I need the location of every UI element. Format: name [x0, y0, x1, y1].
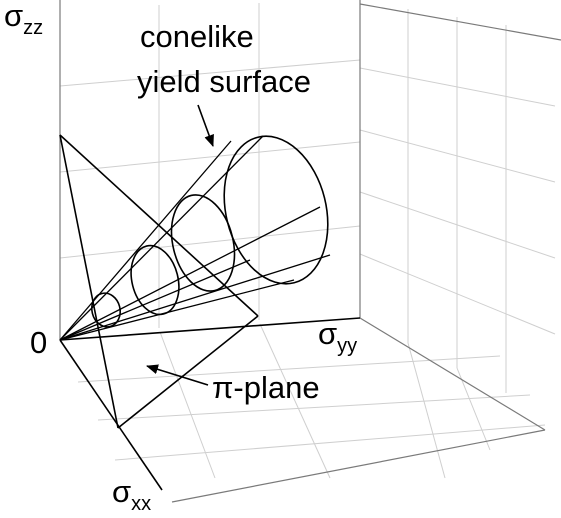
- pi-plane-label: π-plane: [212, 370, 320, 405]
- x-axis: [59, 339, 163, 491]
- ellipse-3: [170, 194, 236, 292]
- ellipse-1: [91, 292, 121, 328]
- labels: σzz σyy σxx 0 conelike yield surface π-p…: [4, 0, 357, 515]
- z-axis-label: σzz: [4, 0, 43, 39]
- y-axis-label: σyy: [318, 316, 357, 357]
- cone-arrow: [197, 104, 214, 147]
- grid-lines: [59, 3, 556, 479]
- pi-plane-arrow: [146, 364, 209, 386]
- bounding-box: [59, 0, 561, 503]
- origin-label: 0: [30, 325, 47, 360]
- cone-ellipses: [91, 135, 329, 328]
- cone-generators: [59, 135, 331, 341]
- x-axis-label: σxx: [112, 474, 151, 515]
- y-axis: [59, 317, 361, 341]
- annotation-arrows: [146, 104, 214, 386]
- ellipse-2: [130, 244, 180, 316]
- cone-label-line2: yield surface: [137, 64, 311, 99]
- cone-label-line1: conelike: [140, 19, 254, 54]
- axes: [59, 317, 361, 491]
